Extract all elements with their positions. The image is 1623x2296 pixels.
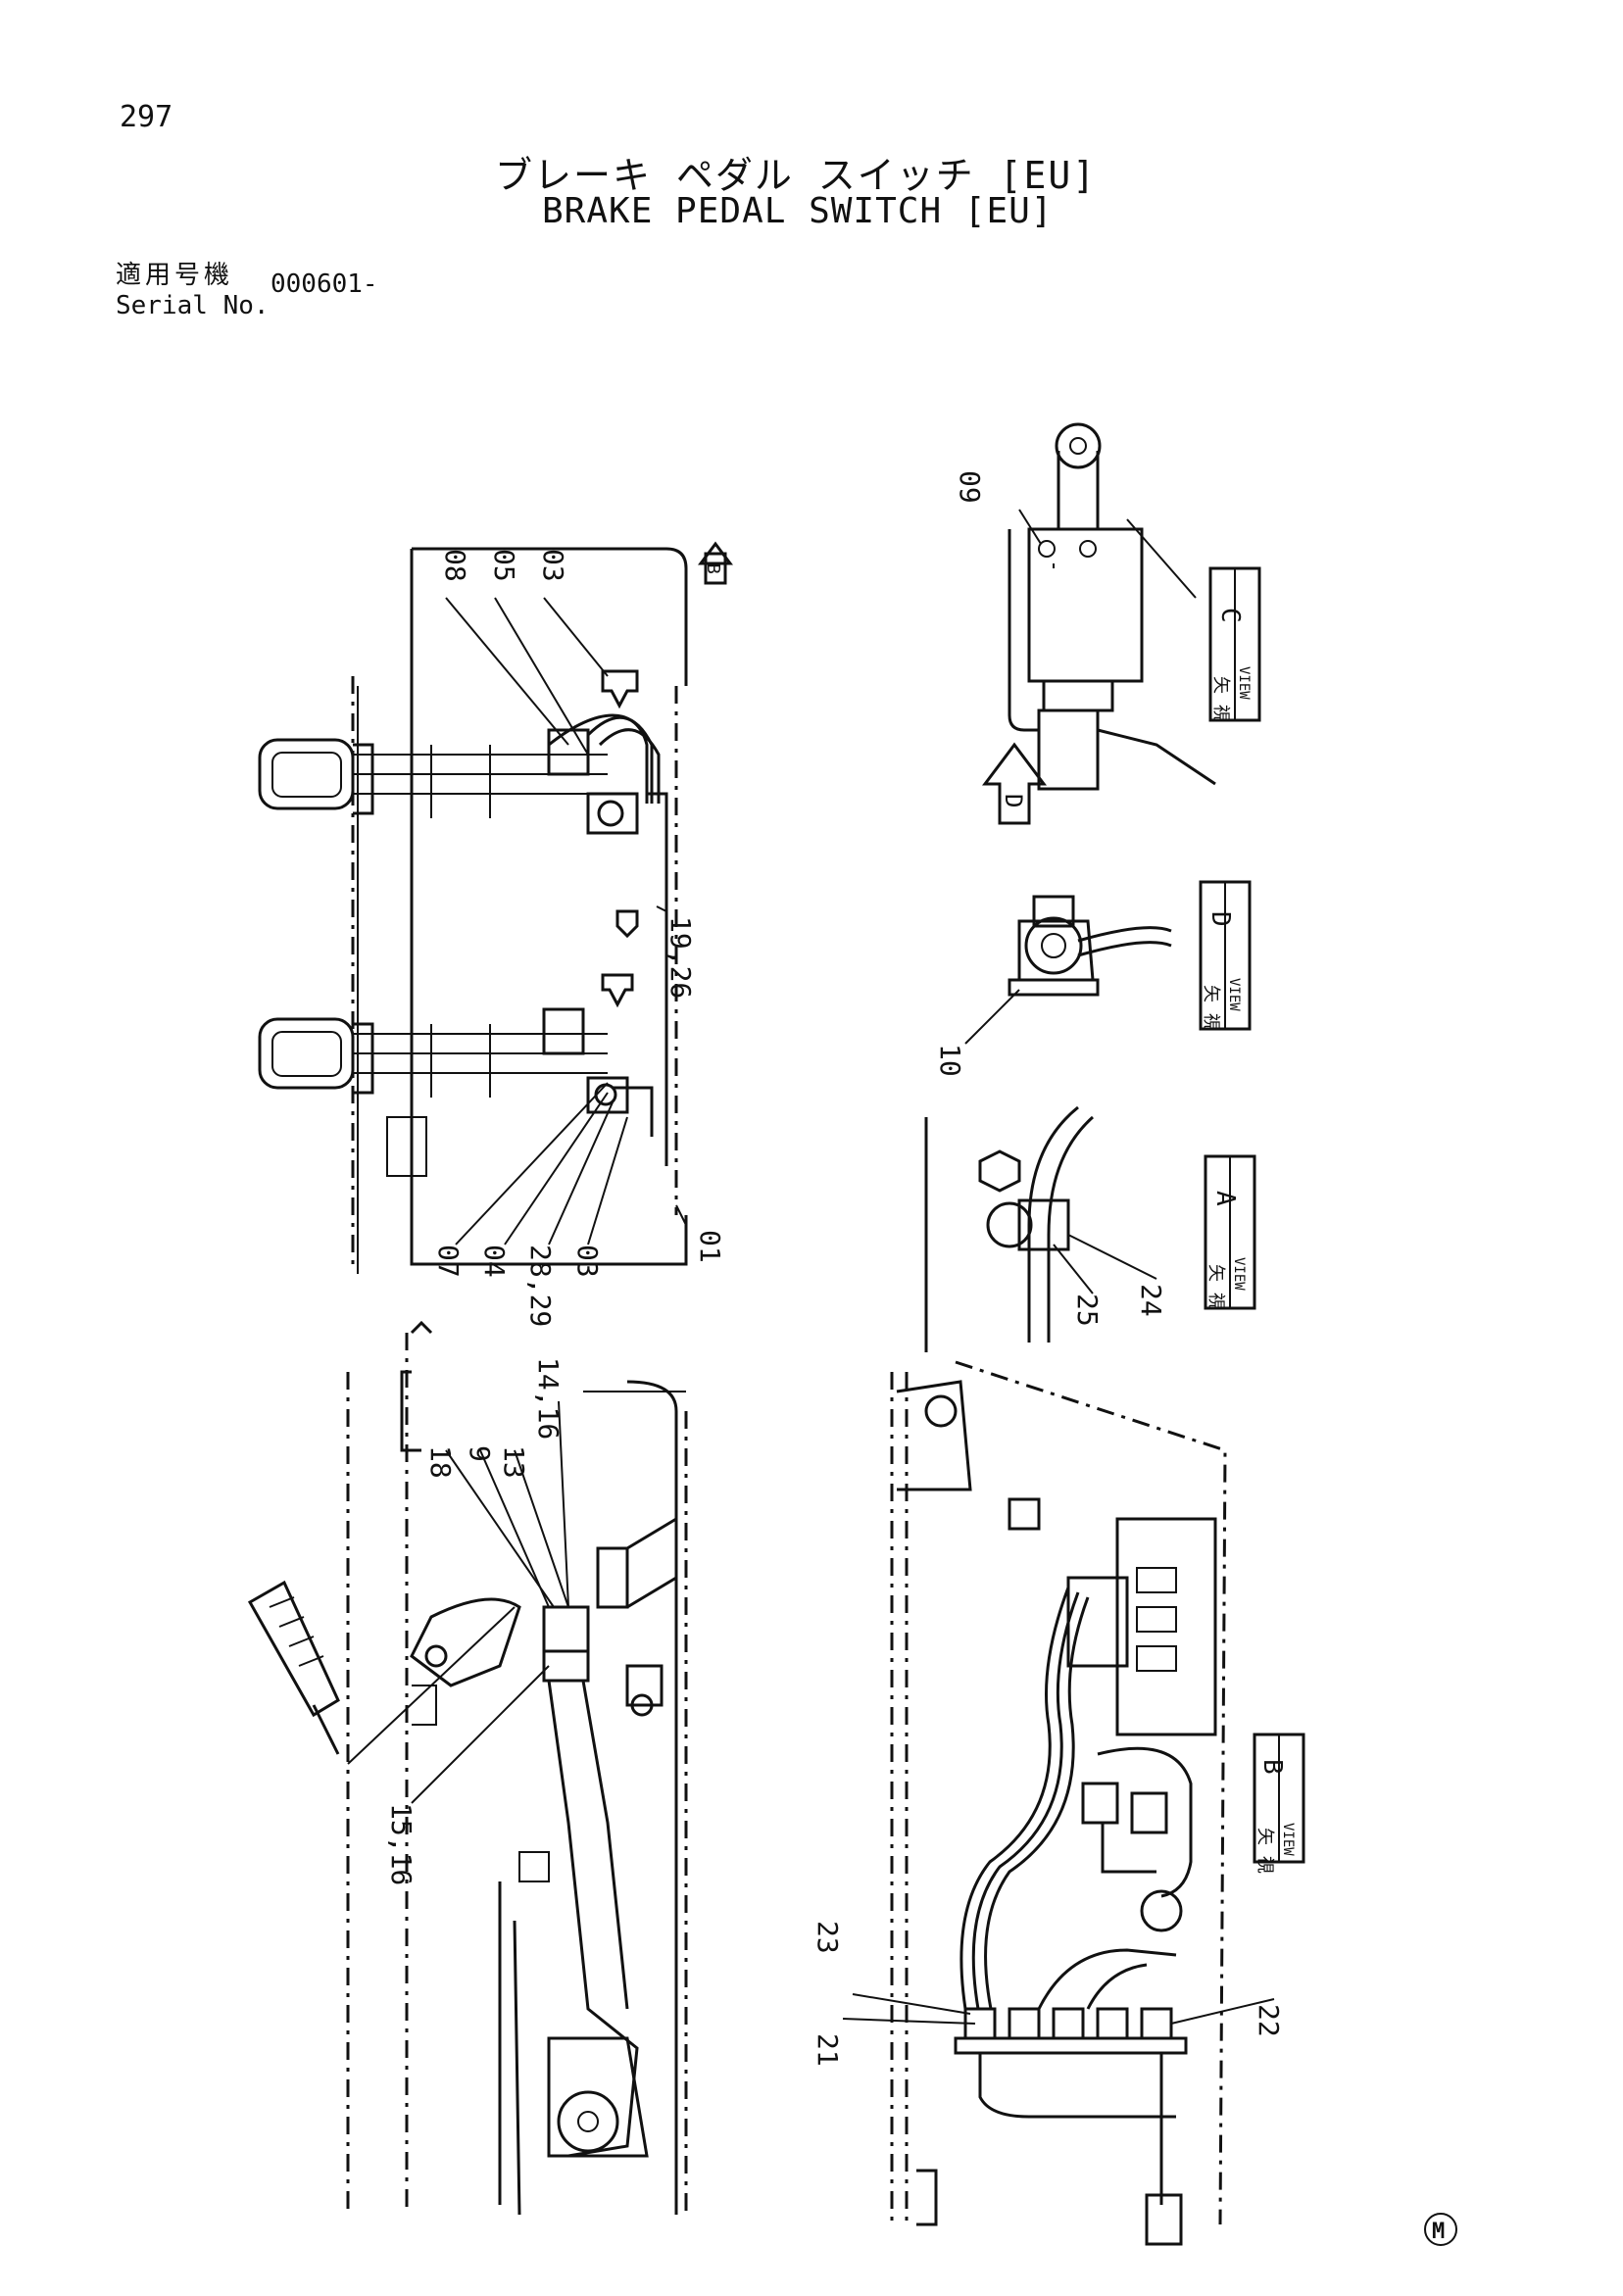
callout-14-16: 14,16 xyxy=(532,1357,565,1440)
serial-label-english: Serial No. xyxy=(116,291,270,320)
callout-28-29: 28,29 xyxy=(524,1245,557,1327)
callout-05: 05 xyxy=(488,549,520,582)
main-top-view xyxy=(258,541,733,1274)
callout-03-bottom: 03 xyxy=(571,1245,604,1278)
callout-15-16: 15,16 xyxy=(385,1803,418,1885)
view-label-d: 矢 視 VIEW D xyxy=(1199,880,1252,1031)
callout-9: 9 xyxy=(464,1445,496,1462)
main-view-callouts: 08 05 03 19,26 07 04 28,29 03 01 xyxy=(432,549,726,1327)
view-c-letter: C xyxy=(1215,608,1245,623)
serial-number-value: 000601- xyxy=(270,269,378,299)
view-label-a: 矢 視 VIEW A xyxy=(1204,1154,1256,1310)
view-label-c: 矢 視 VIEW C xyxy=(1208,566,1261,722)
callout-21: 21 xyxy=(812,2033,844,2067)
view-b-word: VIEW xyxy=(1280,1823,1296,1856)
view-c-kanji: 矢 視 xyxy=(1210,676,1231,722)
callout-19-26: 19,26 xyxy=(664,916,697,999)
title-japanese: ブレーキ ペダル スイッチ [EU] xyxy=(495,154,1098,197)
manufacturer-mark: M xyxy=(1424,2213,1457,2246)
view-c-word: VIEW xyxy=(1236,666,1252,700)
callout-07: 07 xyxy=(432,1245,465,1278)
view-b-letter: B xyxy=(1257,1759,1287,1775)
callout-08: 08 xyxy=(439,549,471,582)
view-c-drawing xyxy=(982,422,1216,825)
title-english: BRAKE PEDAL SWITCH [EU] xyxy=(542,191,1054,231)
view-a-letter: A xyxy=(1210,1191,1240,1206)
callout-25-view-a: 25 xyxy=(1071,1294,1104,1327)
callout-01: 01 xyxy=(694,1230,726,1263)
arrow-letter-d: D xyxy=(1000,794,1027,807)
callout-22: 22 xyxy=(1253,2004,1285,2037)
manufacturer-mark-letter: M xyxy=(1432,2220,1445,2244)
callout-18: 18 xyxy=(424,1445,457,1479)
view-label-b: 矢 視 VIEW B xyxy=(1253,1733,1305,1874)
view-b-kanji: 矢 視 xyxy=(1254,1828,1275,1874)
callout-13: 13 xyxy=(498,1445,530,1479)
view-a-drawing xyxy=(924,1105,1157,1352)
view-d-drawing xyxy=(964,895,1172,1045)
view-b-drawing xyxy=(842,1360,1275,2246)
view-a-word: VIEW xyxy=(1231,1257,1247,1291)
view-a-kanji: 矢 視 xyxy=(1205,1264,1226,1310)
view-d-letter: D xyxy=(1205,911,1235,927)
arrow-letter-b: B xyxy=(703,563,723,574)
callout-09-view-c: 09 xyxy=(954,470,986,504)
page-number: 297 xyxy=(120,100,173,134)
callout-04: 04 xyxy=(478,1245,511,1278)
callout-24-view-a: 24 xyxy=(1135,1284,1167,1317)
callout-23: 23 xyxy=(812,1921,844,1954)
callout-03-top: 03 xyxy=(537,549,569,582)
callout-10-view-d: 10 xyxy=(934,1044,966,1077)
side-view-drawing xyxy=(247,1320,688,2216)
view-d-kanji: 矢 視 xyxy=(1201,985,1221,1031)
view-d-word: VIEW xyxy=(1226,978,1242,1011)
serial-label-japanese: 適用号機 xyxy=(116,261,234,290)
